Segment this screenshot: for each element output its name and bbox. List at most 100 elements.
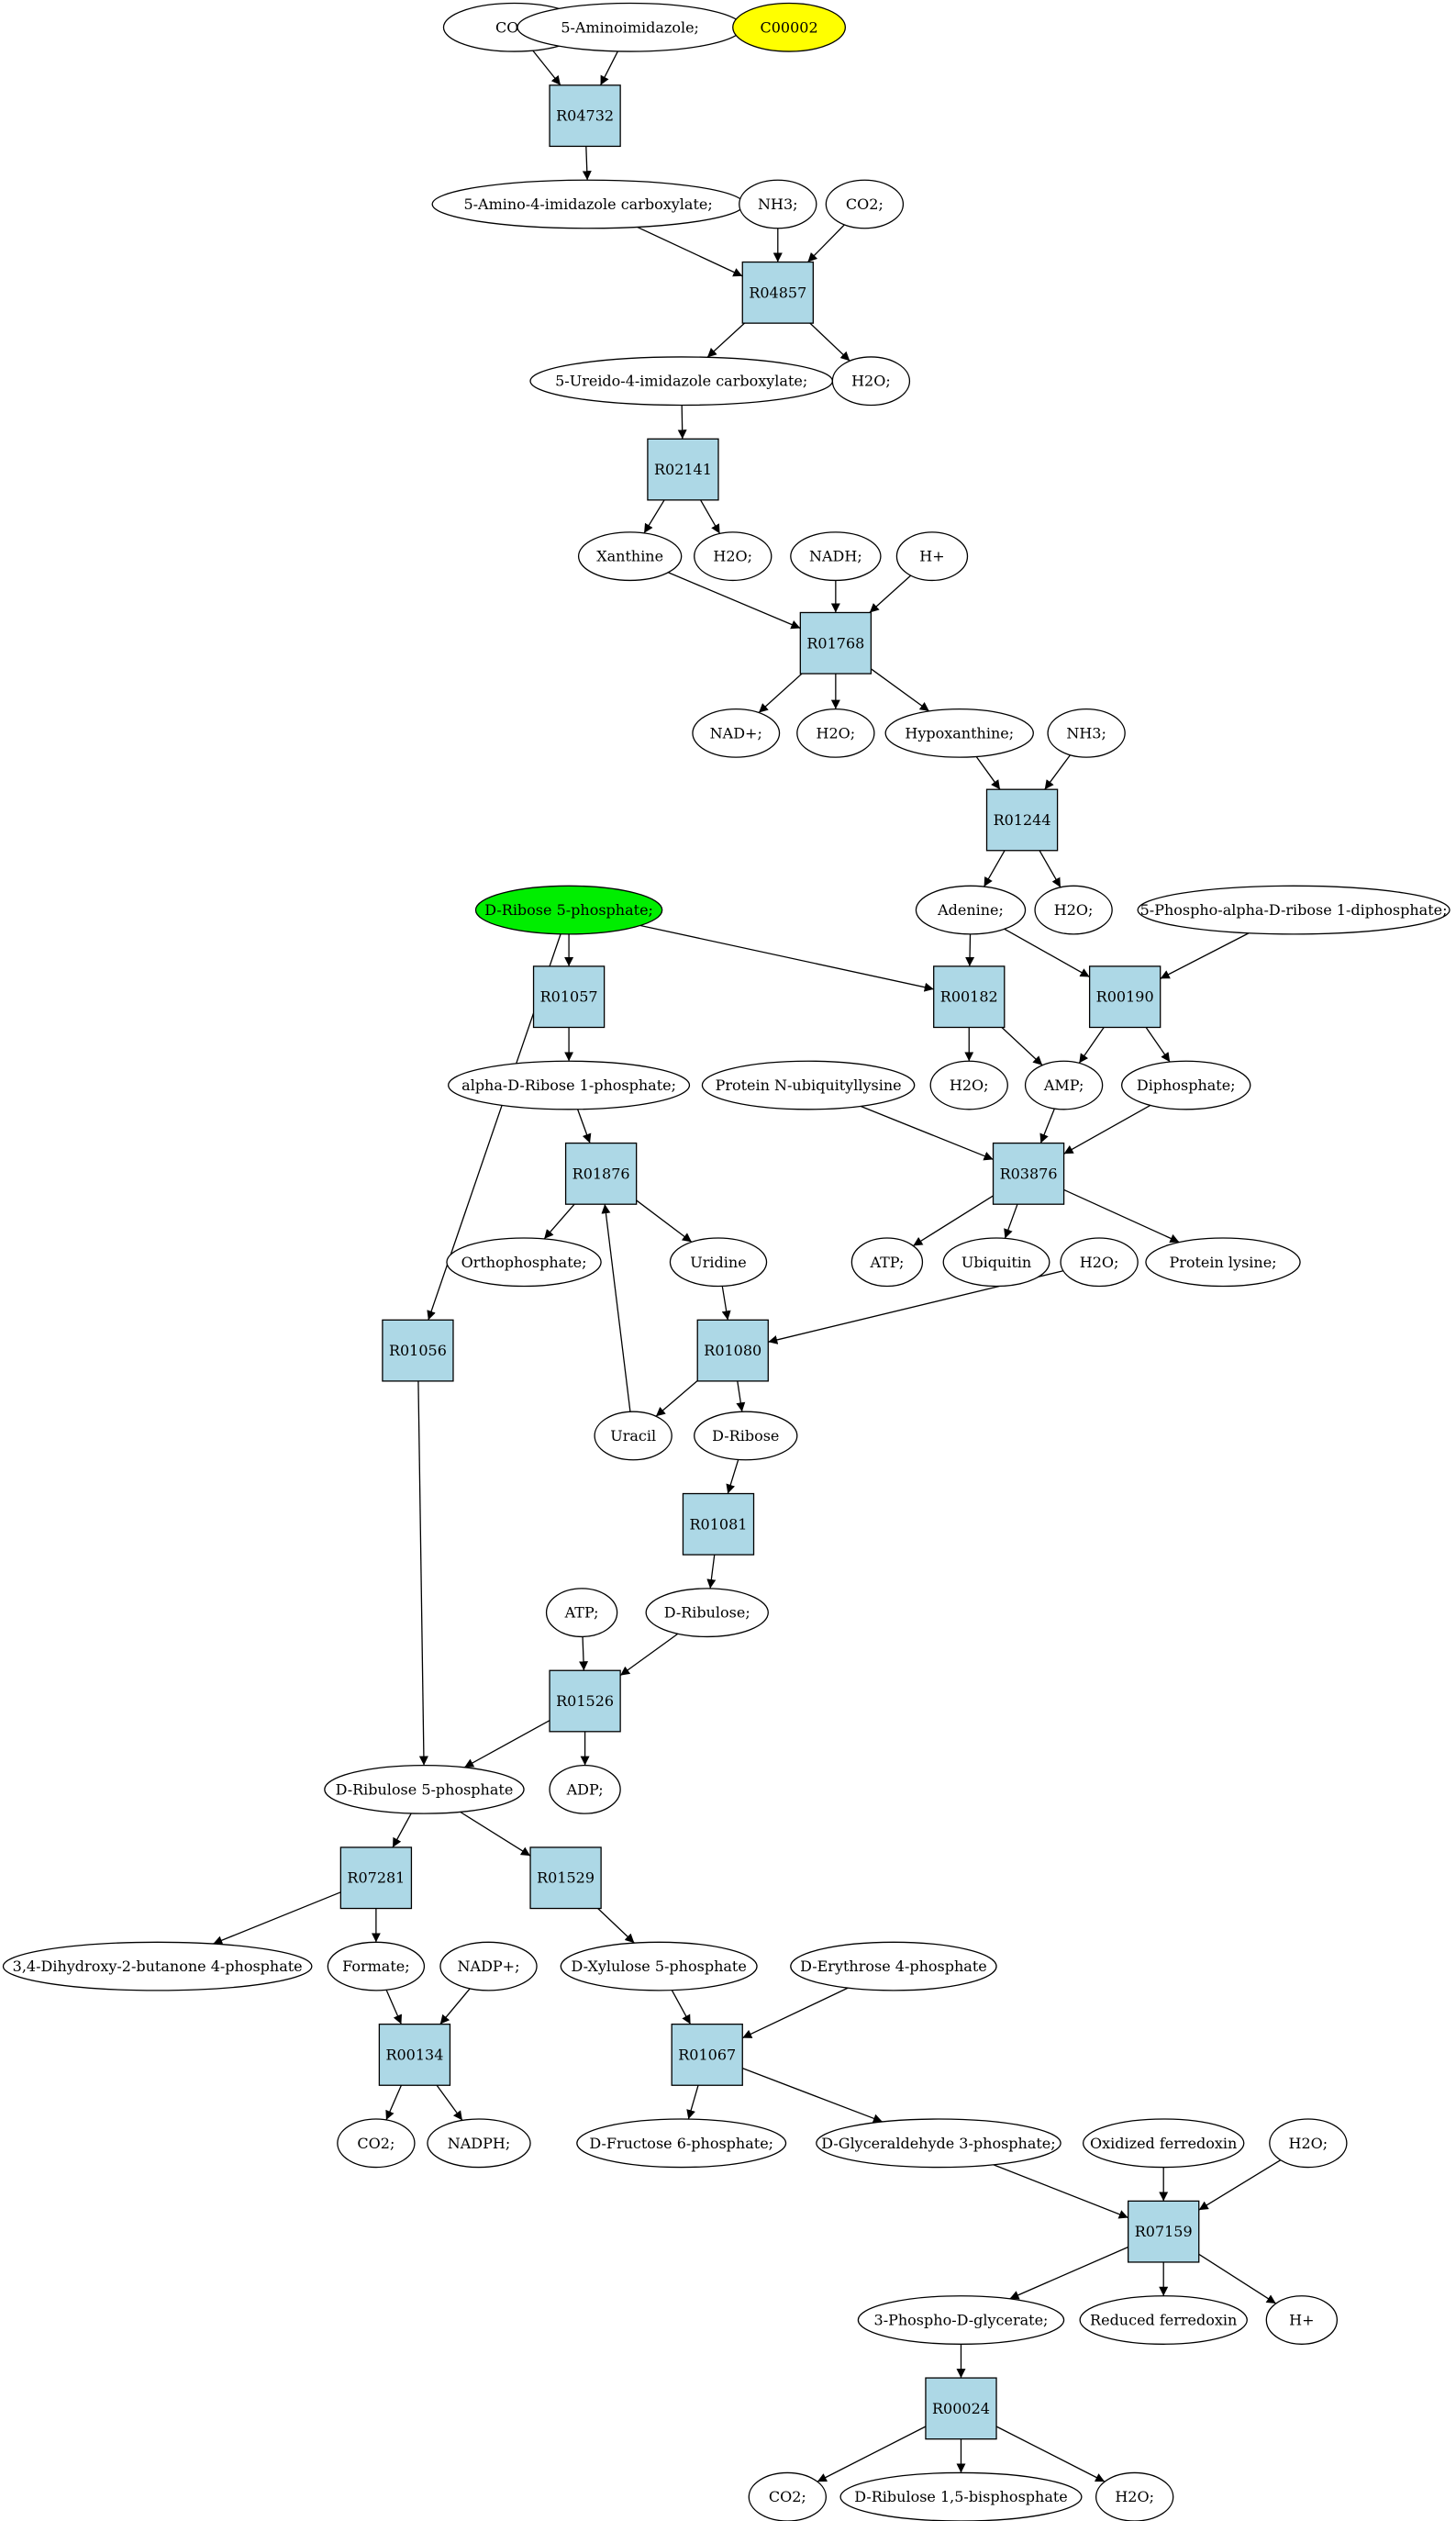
compound-node-xanthine: Xanthine — [577, 531, 683, 582]
reaction-node-r07159: R07159 — [1128, 2200, 1200, 2263]
compound-label: D-Ribulose 1,5-bisphosphate — [854, 2488, 1068, 2505]
edge-r01526-to-ribulose5p — [463, 1720, 550, 1768]
reaction-label: R00190 — [1096, 988, 1154, 1006]
compound-label: H2O; — [1289, 2135, 1328, 2152]
edge-r01081-to-d-ribulose — [706, 1555, 717, 1590]
edge-ureido-to-r02141 — [677, 405, 687, 440]
compound-label: H+ — [919, 548, 944, 565]
edge-r01876-to-orthophosphate — [543, 1203, 575, 1240]
edge-uracil-to-r01876 — [601, 1204, 631, 1412]
compound-label: Uracil — [610, 1427, 656, 1445]
compound-label: H2O; — [713, 548, 752, 565]
compound-node-h2o-a: H2O; — [831, 356, 911, 407]
edge-r02141-to-xanthine — [643, 499, 665, 534]
compound-node-hplus-a: H+ — [895, 531, 969, 582]
reaction-label: R01057 — [540, 988, 598, 1006]
compound-ellipse — [446, 1237, 602, 1288]
compound-label: ATP; — [869, 1254, 904, 1271]
compound-node-h2o-f: H2O; — [1060, 1237, 1139, 1288]
compound-ellipse — [1047, 708, 1126, 758]
compound-node-ribulose5p: D-Ribulose 5-phosphate — [324, 1764, 525, 1814]
reaction-box — [682, 1492, 755, 1556]
compound-node-red-ferredoxin: Reduced ferredoxin — [1079, 2295, 1248, 2345]
compound-ellipse — [942, 1237, 1050, 1288]
edge-r03876-to-ubiquitin — [1004, 1203, 1018, 1239]
compound-label: Reduced ferredoxin — [1090, 2312, 1237, 2329]
compound-node-ox-ferredoxin: Oxidized ferredoxin — [1082, 2118, 1245, 2169]
compound-ellipse — [694, 531, 772, 582]
compound-label: Formate; — [342, 1958, 410, 1975]
reaction-box — [1128, 2200, 1200, 2263]
compound-ellipse — [439, 1941, 538, 1991]
compound-node-dhbp: 3,4-Dihydroxy-2-butanone 4-phosphate — [2, 1941, 313, 1991]
compound-ellipse — [895, 531, 969, 582]
reaction-box — [529, 1846, 602, 1910]
edge-r04857-to-ureido — [706, 322, 745, 358]
reaction-label: R04732 — [556, 107, 614, 125]
edge-r01244-to-adenine — [983, 850, 1006, 887]
compound-node-hplus-b: H+ — [1265, 2295, 1339, 2345]
compound-ellipse — [701, 1060, 916, 1110]
edge-hypoxanthine-to-r01244 — [975, 756, 1001, 790]
edge-xylulose5p-to-r01067 — [671, 1990, 692, 2025]
reaction-box — [992, 1142, 1065, 1205]
compound-node-nadplus: NAD+; — [692, 708, 781, 758]
edge-ribose5p-to-r00182 — [639, 924, 934, 992]
compound-label: CO2; — [846, 195, 884, 213]
compound-node-amp: AMP; — [1024, 1060, 1104, 1110]
reaction-label: R03876 — [1000, 1165, 1058, 1182]
compound-ellipse — [1269, 2118, 1348, 2169]
compound-ellipse — [549, 1764, 621, 1814]
compound-ellipse — [796, 708, 875, 758]
reaction-box — [378, 2024, 451, 2086]
compound-ellipse — [474, 885, 663, 935]
compound-node-formate: Formate; — [327, 1941, 426, 1991]
compound-ellipse — [790, 1941, 997, 1991]
compound-node-co2-d: CO2; — [748, 2471, 827, 2521]
compound-label: H2O; — [950, 1076, 989, 1094]
reaction-box — [532, 965, 606, 1029]
compound-label: H2O; — [1080, 1254, 1119, 1271]
edge-r01080-to-uracil — [655, 1380, 698, 1417]
reaction-node-r01244: R01244 — [985, 788, 1059, 852]
compound-ellipse — [850, 1237, 924, 1288]
compound-label: Orthophosphate; — [461, 1254, 587, 1271]
reaction-box — [339, 1846, 413, 1910]
reaction-node-r01526: R01526 — [549, 1669, 621, 1733]
compound-ellipse — [577, 531, 683, 582]
reaction-node-r04857: R04857 — [741, 261, 814, 324]
edge-r01067-to-fructose6p — [686, 2085, 699, 2120]
compound-node-co2-b: CO2; — [825, 179, 905, 229]
edge-r00024-to-co2-d — [817, 2426, 927, 2482]
edge-r01067-to-g3p — [742, 2068, 884, 2124]
compound-node-h2o-h: H2O; — [1095, 2471, 1174, 2521]
compound-ellipse — [1082, 2118, 1245, 2169]
edge-amp-to-r03876 — [1039, 1108, 1056, 1143]
compound-node-fructose6p: D-Fructose 6-phosphate; — [576, 2118, 787, 2169]
compound-node-adp: ADP; — [549, 1764, 621, 1814]
compound-ellipse — [1024, 1060, 1104, 1110]
reaction-node-r03876: R03876 — [992, 1142, 1065, 1205]
compound-label: AMP; — [1043, 1076, 1084, 1094]
compound-label: C00002 — [760, 18, 817, 36]
compound-label: ATP; — [564, 1604, 599, 1622]
compound-ellipse — [448, 1060, 691, 1110]
compound-node-protein-lys: Protein lysine; — [1145, 1237, 1301, 1288]
reaction-node-r01768: R01768 — [799, 611, 872, 675]
reaction-box — [741, 261, 814, 324]
compound-label: alpha-D-Ribose 1-phosphate; — [461, 1076, 676, 1094]
compound-node-d-ribose: D-Ribose — [694, 1411, 798, 1461]
edge-r00134-to-co2-c — [385, 2084, 403, 2121]
reaction-node-r00134: R00134 — [378, 2024, 451, 2086]
compound-node-ar1p: alpha-D-Ribose 1-phosphate; — [448, 1060, 691, 1110]
compound-node-co2-c: CO2; — [337, 2118, 416, 2169]
compound-label: Oxidized ferredoxin — [1090, 2135, 1237, 2152]
compound-ellipse — [825, 179, 905, 229]
compound-label: Protein N-ubiquityllysine — [716, 1076, 902, 1094]
edge-prpp-to-r00190 — [1160, 932, 1250, 979]
reaction-label: R01067 — [678, 2046, 736, 2063]
edge-r01056-to-ribulose5p — [417, 1380, 428, 1766]
reaction-node-r01081: R01081 — [682, 1492, 755, 1556]
compound-ellipse — [1265, 2295, 1339, 2345]
compound-ellipse — [739, 179, 817, 229]
